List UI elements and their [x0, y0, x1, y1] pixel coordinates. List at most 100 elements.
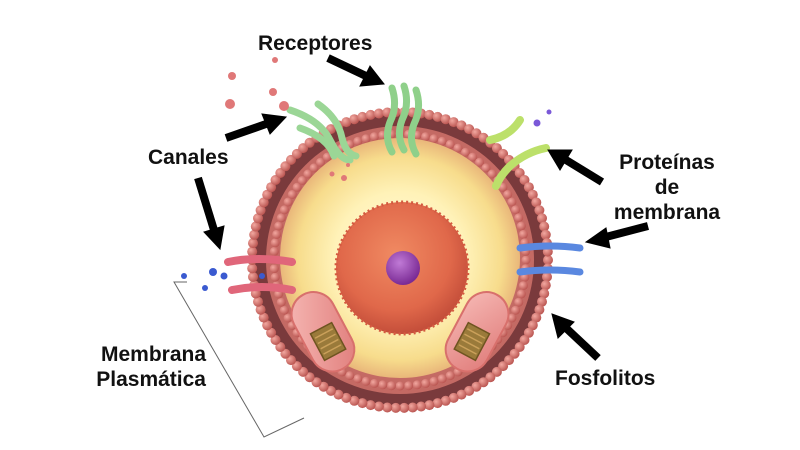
phospholipid-head: [424, 109, 435, 120]
phospholipid-head: [283, 313, 293, 323]
phospholipid-head: [440, 114, 451, 125]
phospholipid-head: [507, 197, 517, 207]
phospholipid-head: [531, 197, 542, 208]
phospholipid-head: [519, 175, 530, 185]
phospholipid-head: [262, 189, 273, 200]
phospholipid-head: [283, 197, 293, 207]
phospholipid-head: [429, 376, 439, 386]
nuclear-envelope: [334, 200, 470, 336]
phospholipid-head: [445, 371, 455, 381]
receptor-proteins: [383, 82, 423, 158]
phospholipid-head: [395, 381, 405, 391]
phospholipid-head: [272, 229, 282, 239]
phospholipid-head: [404, 381, 414, 391]
mitochondrion-left: [290, 291, 356, 373]
molecules-pink: [225, 57, 350, 181]
phospholipid-head: [527, 320, 538, 331]
phospholipid-head: [540, 229, 551, 240]
phospholipid-head: [481, 163, 491, 173]
phospholipid-head: [279, 205, 289, 215]
phospholipid-head: [543, 255, 553, 265]
phospholipid-head: [309, 163, 319, 173]
phospholipid-head: [357, 111, 368, 122]
phospholipid-head: [432, 111, 443, 122]
phospholipid-head: [461, 147, 470, 157]
phospholipid-head: [333, 389, 344, 400]
phospholipid-head: [507, 313, 517, 323]
phospholipid-head: [349, 114, 360, 125]
phospholipid-head: [349, 395, 360, 406]
phospholipid-head: [424, 400, 435, 411]
membrane-bracket: [173, 281, 305, 438]
phospholipid-head: [521, 255, 531, 265]
phospholipid-head: [531, 312, 542, 323]
label-fosfolitos: Fosfolitos: [555, 367, 656, 390]
phospholipid-head: [516, 289, 526, 299]
membrane-protein-blue: [516, 242, 584, 276]
phospholipid-head: [382, 402, 393, 413]
channel-protein-top: [286, 100, 360, 164]
phospholipid-head: [539, 288, 550, 299]
phospholipid-head: [464, 385, 475, 396]
phospholipid-head: [292, 182, 302, 192]
phospholipid-head: [250, 221, 261, 232]
phospholipid-head: [373, 108, 384, 119]
phospholipid-head: [341, 392, 352, 403]
phospholipid-head: [255, 205, 266, 216]
phospholipid-head: [537, 296, 547, 307]
nucleolus: [386, 251, 420, 285]
phospholipid-head: [416, 401, 427, 412]
molecules-purple: [533, 109, 552, 127]
phospholipid-head: [516, 221, 526, 231]
phospholipid-head: [421, 132, 431, 142]
phospholipid-head: [527, 189, 538, 200]
phospholipid-head: [437, 136, 447, 146]
phospholipid-head: [373, 401, 384, 412]
phospholipid-head: [542, 271, 552, 282]
phospholipid-head: [456, 120, 467, 131]
phospholipid-head: [478, 377, 489, 388]
arrow-membrana-blue: [584, 222, 650, 249]
phospholipid-head: [369, 132, 379, 142]
molecules-blue: [181, 268, 265, 291]
phospholipid-head: [270, 335, 281, 345]
phospholipid-head: [353, 374, 363, 384]
label-membrana-plasmatica: Membrana Plasmática: [60, 342, 206, 392]
phospholipid-head: [255, 304, 266, 315]
phospholipid-head: [248, 271, 258, 282]
phospholipid-head: [478, 132, 489, 143]
phospholipid-head: [421, 378, 431, 388]
phospholipid-head: [399, 402, 410, 413]
phospholipid-head: [269, 264, 279, 274]
phospholipid-head: [386, 381, 396, 391]
phospholipid-head: [247, 263, 258, 274]
phospholipid-head: [445, 139, 455, 149]
phospholipid-head: [390, 402, 401, 413]
phospholipid-head: [471, 381, 482, 392]
phospholipid-head: [534, 205, 545, 216]
phospholipid-head: [361, 376, 371, 386]
phospholipid-head: [248, 238, 258, 249]
phospholipid-head: [311, 377, 322, 388]
phospholipid-head: [270, 272, 280, 282]
phospholipid-head: [464, 124, 475, 135]
label-receptores: Receptores: [258, 32, 373, 55]
phospholipid-head: [275, 342, 286, 352]
label-proteinas-line2: de: [654, 176, 680, 199]
phospholipid-head: [448, 117, 459, 128]
phospholipid-head: [361, 134, 371, 144]
phospholipid-head: [287, 190, 297, 199]
phospholipid-head: [357, 398, 368, 409]
label-proteinas-line1: Proteínas: [619, 151, 715, 174]
phospholipid-head: [253, 296, 263, 307]
phospholipid-head: [514, 297, 524, 307]
phospholipid-head: [279, 305, 289, 315]
phospholipid-head: [270, 175, 281, 185]
phospholipid-head: [303, 169, 313, 179]
phospholipid-head: [247, 246, 258, 257]
phospholipid-head: [523, 182, 534, 193]
phospholipid-head: [297, 176, 307, 185]
arrow-fosfolitos: [551, 313, 601, 361]
phospholipid-head: [266, 182, 277, 193]
